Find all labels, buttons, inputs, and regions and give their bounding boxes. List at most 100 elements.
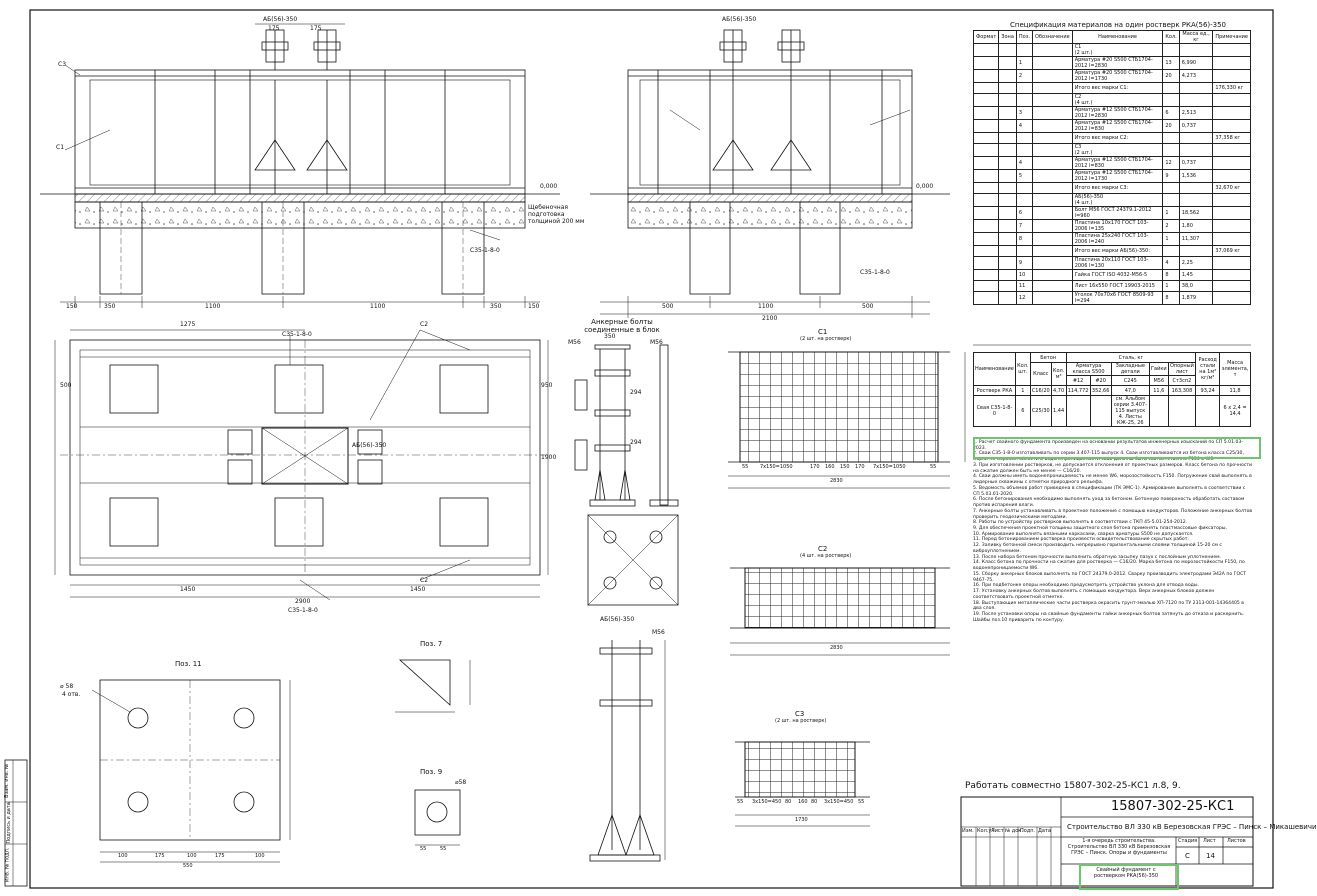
steel-h-st3: Ст3сп2 bbox=[1167, 375, 1197, 386]
spec-cell-empty bbox=[972, 193, 1000, 207]
spec-cell-mass bbox=[1178, 132, 1214, 144]
ab-label-plan: АБ(56)-350 bbox=[352, 442, 387, 449]
spec-row: Итого вес марки С2:37,358 кг bbox=[972, 132, 1251, 144]
spec-cell-qty bbox=[1162, 182, 1180, 194]
steel-cell: 93,24 bbox=[1195, 385, 1221, 396]
ab-label-right: АБ(56)-350 bbox=[722, 16, 757, 23]
spec-cell-mass: 1,536 bbox=[1178, 169, 1214, 183]
spec-cell-pos: 1 bbox=[1015, 56, 1033, 70]
spec-cell-note: 37,069 кг bbox=[1212, 245, 1251, 257]
spec-cell-empty bbox=[1031, 291, 1073, 305]
steel-cell: С25/30 bbox=[1029, 395, 1052, 427]
note-item: 4. Сваи должны иметь водонепроницаемость… bbox=[973, 474, 1252, 486]
steel-cell bbox=[1167, 395, 1197, 427]
spec-cell-name: Уголок 70x70x6 ГОСТ 8509-93 l=294 bbox=[1071, 291, 1164, 305]
spec-cell-qty bbox=[1162, 143, 1180, 157]
spec-cell-empty bbox=[1031, 156, 1073, 170]
steel-cell bbox=[1065, 395, 1091, 427]
spec-cell-pos: 10 bbox=[1015, 269, 1033, 281]
spec-cell-note bbox=[1212, 156, 1251, 170]
dim-anchor-350: 350 bbox=[604, 333, 616, 340]
spec-cell-note: 176,330 кг bbox=[1212, 82, 1251, 94]
note-item: 18. Выступающие металлические части рост… bbox=[973, 600, 1245, 612]
spec-row: Итого вес марки АБ(56)-350:37,069 кг bbox=[972, 245, 1251, 257]
left-elevation bbox=[40, 23, 560, 308]
spec-cell-note bbox=[1212, 119, 1251, 133]
spec-cell-mass bbox=[1178, 193, 1214, 207]
side-stamp-1: Взам. инв. № bbox=[4, 763, 11, 798]
spec-cell-pos: 2 bbox=[1015, 69, 1033, 83]
spec-cell-name: Лист 16х550 ГОСТ 19903-2015 bbox=[1071, 280, 1164, 292]
spec-cell-note bbox=[1212, 193, 1251, 207]
pos7-plate bbox=[395, 659, 471, 713]
dim-plan-2900: 2900 bbox=[295, 598, 311, 605]
note-item: 15. Сборку анкерных блоков выполнять по … bbox=[973, 571, 1247, 583]
spec-cell-empty bbox=[1031, 245, 1073, 257]
pos11-dim-100c: 100 bbox=[255, 853, 265, 859]
c1-dim-55a: 55 bbox=[742, 464, 749, 470]
spec-cell-empty bbox=[972, 245, 1000, 257]
steel-cell: 1 bbox=[1014, 385, 1031, 396]
anchor-block-detail bbox=[574, 344, 679, 862]
steel-header-row-3: #12 #20 С245 М56 Ст3сп2 bbox=[974, 375, 1251, 386]
spec-cell-name: Арматура #20 S500 СТБ1704-2012 l=2830 bbox=[1071, 56, 1164, 70]
spec-cell-empty bbox=[972, 169, 1000, 183]
stage-label: Стадия bbox=[1178, 838, 1198, 844]
spec-cell-empty bbox=[972, 219, 1000, 233]
general-notes: 1. Расчет свайного фундамента произведен… bbox=[973, 440, 1253, 624]
dim-150a: 150 bbox=[66, 303, 78, 310]
note-item: 14. Класс бетона по прочности на сжатие … bbox=[973, 560, 1245, 572]
note-item: 16. При подбетонке опоры необходимо пред… bbox=[973, 583, 1199, 589]
spec-cell-empty bbox=[998, 245, 1017, 257]
anchor-title: Анкерные болты соединенные в блок bbox=[584, 318, 660, 335]
spec-cell-pos bbox=[1015, 182, 1033, 194]
steel-h-concrete: Бетон bbox=[1029, 352, 1067, 363]
steel-h-embed: Закладные детали bbox=[1110, 362, 1150, 376]
doc-code: 15807-302-25-КС1 bbox=[1111, 799, 1235, 814]
pile-label-plan: С35-1-8-0 bbox=[282, 331, 312, 338]
spec-cell-empty bbox=[972, 56, 1000, 70]
spec-row: АБ(56)-350 (4 шт.) bbox=[972, 193, 1251, 207]
spec-cell-empty bbox=[1031, 82, 1073, 94]
spec-cell-empty bbox=[998, 132, 1017, 144]
pos9-plate bbox=[414, 789, 461, 846]
spec-cell-pos: 8 bbox=[1015, 232, 1033, 246]
steel-cell bbox=[1089, 395, 1112, 427]
steel-cell: Свая С35-1-8-0 bbox=[973, 395, 1016, 427]
spec-cell-qty bbox=[1162, 82, 1180, 94]
steel-cell: 163,308 bbox=[1167, 385, 1197, 396]
steel-h-c245: С245 bbox=[1110, 375, 1150, 386]
pos11-holes: 4 отв. bbox=[62, 691, 81, 698]
spec-cell-pos: 3 bbox=[1015, 106, 1033, 120]
drawing-sheet: АБ(56)-350 175 175 С3 С1 0,000 Щебеночна… bbox=[4, 9, 1317, 890]
spec-cell-qty bbox=[1162, 43, 1180, 57]
note-item: 10. Армирование выполнять вязаными карка… bbox=[973, 531, 1194, 537]
spec-cell-empty bbox=[1031, 269, 1073, 281]
spec-cell-name: Пластина 10x170 ГОСТ 103-2006 l=135 bbox=[1071, 219, 1164, 233]
spec-cell-empty bbox=[998, 143, 1017, 157]
spec-cell-empty bbox=[1031, 69, 1073, 83]
spec-cell-mass: 2,513 bbox=[1178, 106, 1214, 120]
steel-h-vol: Кол. м³ bbox=[1050, 362, 1067, 386]
spec-cell-name: Пластина 25x240 ГОСТ 103-2006 l=240 bbox=[1071, 232, 1164, 246]
spec-cell-qty: 1 bbox=[1162, 206, 1180, 220]
spec-row: Итого вес марки С3:32,670 кг bbox=[972, 182, 1251, 194]
spec-cell-mass: 1,45 bbox=[1178, 269, 1214, 281]
dim-top-2: 175 bbox=[310, 25, 322, 32]
spec-cell-empty bbox=[998, 82, 1017, 94]
c1-dim-1050b: 7x150=1050 bbox=[873, 464, 906, 470]
spec-row: С1 (2 шт.) bbox=[972, 43, 1251, 57]
spec-cell-note bbox=[1212, 143, 1251, 157]
spec-cell-pos: 11 bbox=[1015, 280, 1033, 292]
pos11-dim-100b: 100 bbox=[187, 853, 197, 859]
steel-cell: 11,8 bbox=[1219, 385, 1251, 396]
c3-dim-450a: 3x150=450 bbox=[752, 799, 782, 805]
